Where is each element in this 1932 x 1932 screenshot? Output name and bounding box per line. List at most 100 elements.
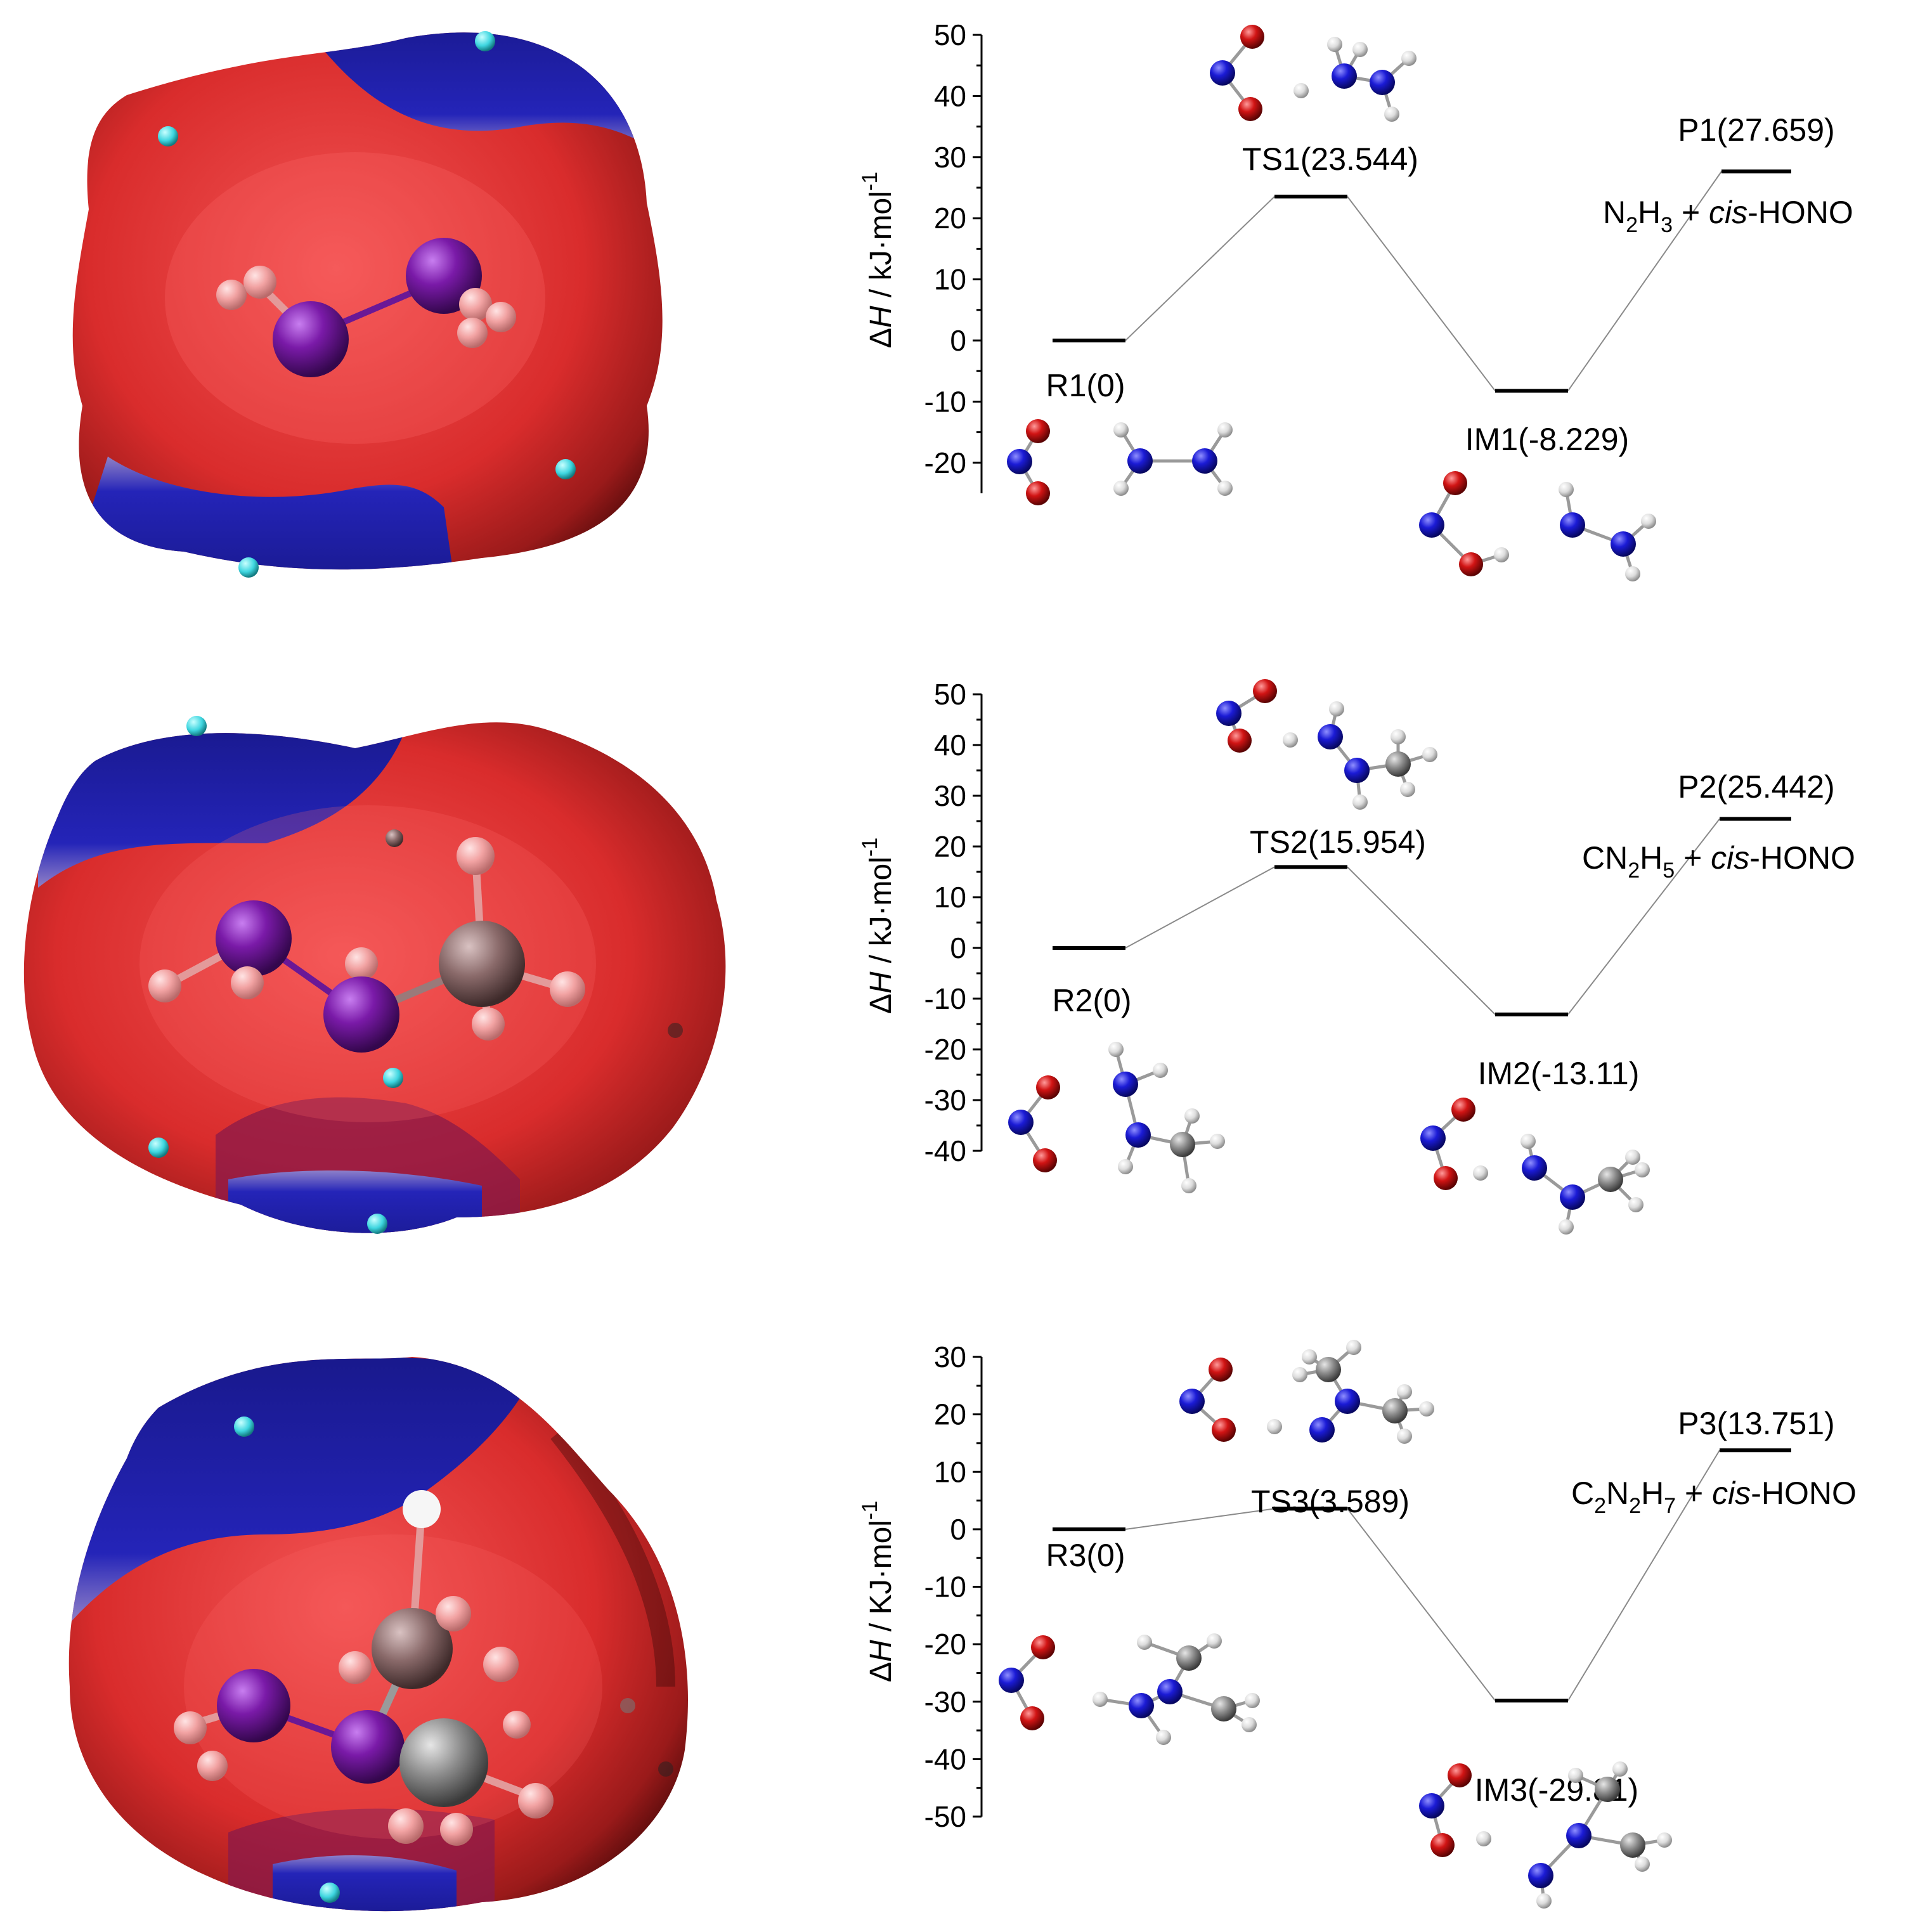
state-label-R2: R2(0) (1052, 983, 1131, 1018)
atom (1113, 481, 1129, 496)
y-tick-label: 20 (934, 202, 966, 235)
atom (1242, 1717, 1257, 1732)
state-label-IM2: IM2(-13.11) (1478, 1056, 1640, 1091)
atom (1612, 1761, 1628, 1777)
formula-part: H (1641, 1475, 1664, 1511)
atom (1179, 1389, 1205, 1414)
atom (1419, 1793, 1444, 1819)
atom (1036, 1075, 1060, 1099)
y-tick-label: 0 (950, 931, 966, 964)
atom (1560, 512, 1585, 538)
y-tick-label: 0 (950, 324, 966, 357)
atom (1210, 1134, 1225, 1149)
y-axis-label: ΔH / kJ·mol-1 (858, 172, 898, 348)
atom (1611, 531, 1636, 557)
state-label-R3: R3(0) (1046, 1538, 1125, 1573)
atom (1560, 1184, 1585, 1210)
atom (1283, 732, 1298, 748)
atom (1625, 1150, 1640, 1165)
atom (1448, 1763, 1472, 1787)
atom (1245, 1693, 1260, 1708)
formula-subscript: 2 (1594, 1494, 1606, 1518)
atom (1628, 1197, 1643, 1212)
formula-italic: cis (1712, 1475, 1751, 1511)
atom (1559, 482, 1574, 497)
atom (1473, 1165, 1488, 1181)
molecular-structures (999, 25, 1672, 1909)
atom (1327, 37, 1342, 52)
y-tick-label: -30 (924, 1685, 966, 1718)
energy-connector (1567, 818, 1720, 1015)
atom (1238, 97, 1262, 121)
atom (1240, 25, 1264, 49)
atom (1528, 1863, 1553, 1888)
atom (1008, 1110, 1034, 1135)
formula-subscript: 5 (1663, 859, 1675, 883)
atom (1344, 758, 1370, 783)
atom (1422, 747, 1437, 762)
atom (1228, 729, 1252, 753)
y-axis-label-symbol: Δ (864, 328, 898, 348)
energy-connector (1125, 1508, 1275, 1530)
energy-connector (1125, 196, 1275, 341)
atom (1217, 481, 1233, 496)
atom (1329, 701, 1344, 716)
atom (1420, 1125, 1446, 1151)
y-tick-label: 20 (934, 1398, 966, 1431)
formula-part: -HONO (1749, 840, 1855, 876)
molecule-icon (1210, 25, 1417, 122)
atom (1635, 1162, 1650, 1177)
formula-part: H (1638, 195, 1661, 230)
y-tick-label: 30 (934, 779, 966, 812)
y-axis-label-exponent: -1 (858, 838, 882, 857)
product-formula: N2H3 + cis-HONO (1603, 195, 1853, 237)
y-tick-label: 50 (934, 678, 966, 711)
atom (1302, 1349, 1317, 1365)
y-tick-label: 30 (934, 141, 966, 174)
y-axis-label-symbol-italic: H (864, 306, 898, 328)
formula-subscript: 2 (1628, 859, 1640, 883)
atom (1400, 782, 1415, 797)
energy-connector (1347, 196, 1496, 391)
atom (1026, 419, 1050, 443)
y-axis-label-exponent: -1 (858, 172, 882, 191)
y-axis-label-symbol-italic: H (864, 1640, 898, 1662)
product-formula: CN2H5 + cis-HONO (1582, 840, 1855, 883)
product-formula: C2N2H7 + cis-HONO (1571, 1475, 1857, 1518)
state-label-P3: P3(13.751) (1678, 1406, 1834, 1441)
formula-part: H (1640, 840, 1663, 876)
y-tick-label: 10 (934, 263, 966, 296)
energy-connector (1125, 866, 1275, 949)
atom (1007, 449, 1032, 474)
atom (1113, 1072, 1138, 1097)
y-tick-label: 40 (934, 79, 966, 112)
formula-part: CN (1582, 840, 1628, 876)
atom (999, 1668, 1024, 1693)
atom (1401, 51, 1417, 66)
formula-part: -HONO (1751, 1475, 1857, 1511)
atom (1129, 1693, 1154, 1718)
state-label-TS1: TS1(23.544) (1242, 141, 1418, 177)
atom (1026, 481, 1050, 505)
y-axis-label-unit: / kJ·mol (864, 191, 898, 306)
atom (1434, 1166, 1458, 1190)
atom (1137, 1635, 1152, 1650)
atom (1108, 1042, 1124, 1057)
atom (1170, 1132, 1195, 1157)
atom (1419, 1401, 1434, 1417)
esp-surface-icon (68, 1357, 689, 1912)
atom (1207, 1633, 1222, 1649)
atom (1382, 1398, 1408, 1423)
atom (1209, 1358, 1233, 1382)
atom (1568, 1768, 1583, 1783)
y-tick-label: -50 (924, 1800, 966, 1833)
atom (1559, 1219, 1574, 1235)
atom (1332, 63, 1357, 89)
molecule-icon (1007, 419, 1233, 505)
atom (1157, 1679, 1183, 1704)
formula-part: N (1606, 1475, 1629, 1511)
y-axis-label: ΔH / KJ·mol-1 (858, 1501, 898, 1682)
molecule-icon (216, 238, 516, 377)
